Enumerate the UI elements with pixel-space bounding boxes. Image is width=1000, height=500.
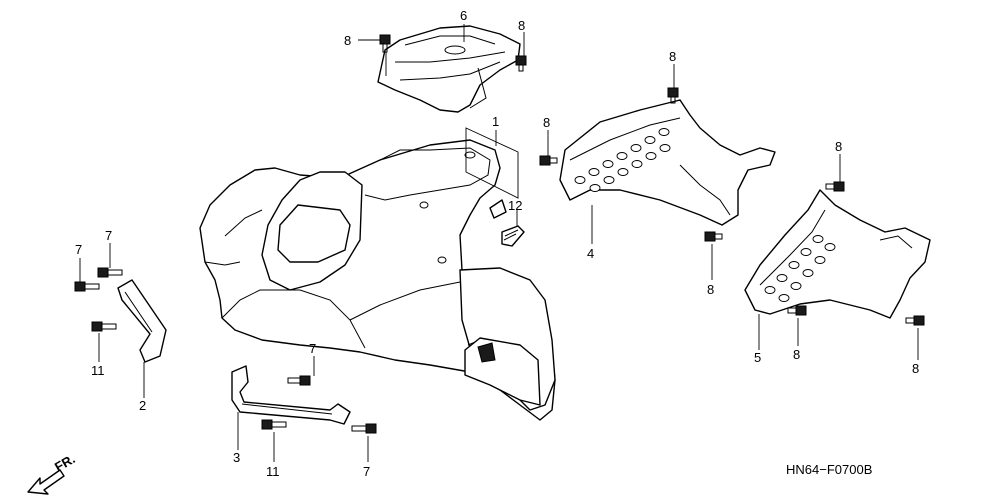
front-direction-label: FR. bbox=[52, 451, 78, 474]
bolt-8c-icon bbox=[667, 87, 679, 104]
vent-holes-part-5 bbox=[764, 235, 836, 302]
front-direction-arrow: FR. bbox=[27, 451, 78, 495]
callout-12: 12 bbox=[508, 198, 522, 213]
bolt-8g-icon bbox=[787, 305, 807, 316]
callout-4: 4 bbox=[587, 246, 594, 261]
bolt-7b-icon bbox=[97, 267, 123, 278]
part-1-bolt-tab bbox=[489, 199, 507, 219]
part-12-pad bbox=[501, 225, 525, 247]
callout-11a: 11 bbox=[91, 363, 105, 378]
bolt-8d-icon bbox=[539, 155, 558, 166]
callout-3: 3 bbox=[233, 450, 240, 465]
bolt-7d-icon bbox=[351, 423, 377, 434]
bolt-7a-icon bbox=[74, 281, 100, 292]
bolt-11b-icon bbox=[261, 419, 287, 430]
callout-7c: 7 bbox=[309, 341, 316, 356]
callout-1: 1 bbox=[492, 114, 499, 129]
callout-8e: 8 bbox=[707, 282, 714, 297]
diagram-code: HN64−F0700B bbox=[786, 462, 872, 477]
vent-holes-part-4 bbox=[574, 128, 671, 192]
leader-lines bbox=[79, 24, 919, 462]
bolt-8f-icon bbox=[825, 181, 845, 192]
part-5-footrest-guard bbox=[744, 189, 931, 319]
callout-8b: 8 bbox=[518, 18, 525, 33]
callout-2: 2 bbox=[139, 398, 146, 413]
callout-8d: 8 bbox=[543, 115, 550, 130]
callout-8c: 8 bbox=[669, 49, 676, 64]
callout-6: 6 bbox=[460, 8, 467, 23]
callout-7b: 7 bbox=[105, 228, 112, 243]
bolt-8h-icon bbox=[905, 315, 925, 326]
callout-8f: 8 bbox=[835, 139, 842, 154]
part-3-stay bbox=[231, 365, 351, 425]
bolt-8b-icon bbox=[515, 55, 527, 72]
callout-5: 5 bbox=[754, 350, 761, 365]
callout-8h: 8 bbox=[912, 361, 919, 376]
part-6-top-cover bbox=[377, 25, 521, 113]
bolt-7c-icon bbox=[287, 375, 311, 386]
bolts bbox=[74, 34, 925, 434]
part-1-front-fender bbox=[199, 139, 556, 421]
callout-labels: 6 8 8 1 12 8 8 4 8 8 5 8 8 7 7 11 2 7 3 … bbox=[75, 8, 919, 479]
bolt-8a-icon bbox=[379, 34, 391, 53]
callout-7d: 7 bbox=[363, 464, 370, 479]
part-4-footrest-guard bbox=[559, 99, 776, 226]
bolt-11a-icon bbox=[91, 321, 117, 332]
callout-8a: 8 bbox=[344, 33, 351, 48]
callout-8g: 8 bbox=[793, 347, 800, 362]
callout-11b: 11 bbox=[266, 464, 280, 479]
part-2-stay bbox=[117, 279, 167, 363]
callout-7a: 7 bbox=[75, 242, 82, 257]
bolt-8e-icon bbox=[704, 231, 723, 242]
